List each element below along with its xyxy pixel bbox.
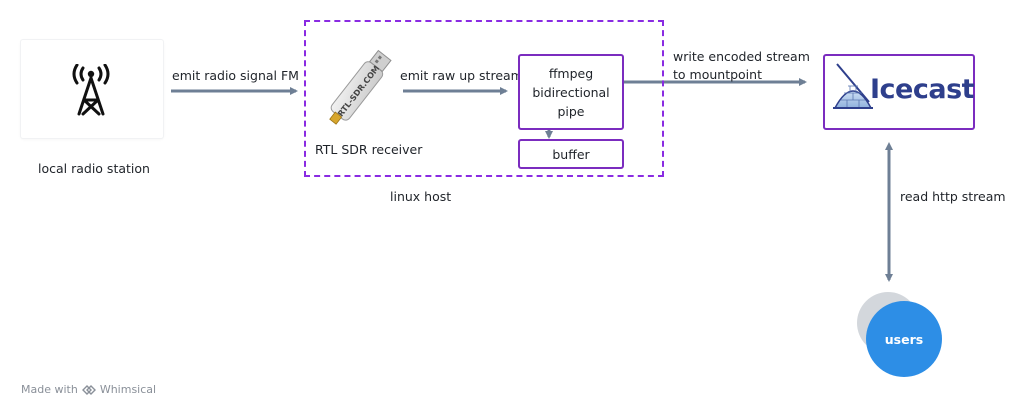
rtl-sdr-label: RTL SDR receiver	[315, 142, 423, 157]
users-label: users	[884, 331, 924, 347]
edge-http-label: read http stream	[900, 189, 1006, 204]
rtl-sdr-dongle-icon: RTL-SDR.COM	[329, 49, 392, 125]
footer-brand: Whimsical	[99, 383, 157, 396]
ffmpeg-line-3: pipe	[557, 103, 585, 119]
edge-encoded-label-1: write encoded stream	[673, 49, 810, 64]
linux-host-label: linux host	[390, 189, 452, 204]
buffer-node: buffer	[518, 139, 624, 169]
ffmpeg-pipe-node: ffmpeg bidirectional pipe	[518, 54, 624, 130]
edge-encoded-label-2: to mountpoint	[673, 67, 762, 82]
radio-station-label: local radio station	[38, 161, 150, 176]
linux-host-boundary	[304, 20, 664, 177]
ffmpeg-line-2: bidirectional	[532, 84, 610, 100]
radio-tower-icon	[72, 64, 110, 116]
edge-fm-label: emit radio signal FM	[172, 68, 299, 83]
made-with-footer[interactable]: Made with Whimsical	[21, 383, 156, 396]
icecast-logo-icon	[833, 63, 873, 109]
footer-prefix: Made with	[21, 383, 78, 396]
icecast-logo-text: Icecast	[870, 74, 975, 105]
whimsical-logo-icon	[81, 384, 96, 395]
users-node: users	[866, 301, 942, 377]
ffmpeg-line-1: ffmpeg	[548, 65, 594, 81]
buffer-label: buffer	[552, 146, 590, 162]
radio-station-card	[21, 40, 163, 138]
edge-raw-label: emit raw up stream	[400, 68, 523, 83]
